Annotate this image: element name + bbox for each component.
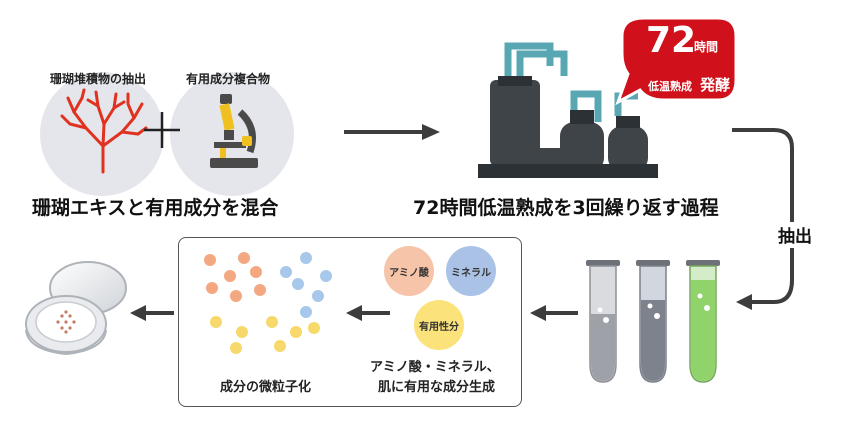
extract-connector-arrow [732,128,794,310]
step2-caption: 72時間低温熟成を3回繰り返す過程 [413,197,719,219]
fermentation-badge [615,16,738,106]
arrow-left-inner [346,305,390,321]
arrow-left-2 [130,305,174,321]
useful-component-bubble: 有用性分 [414,300,464,350]
arrow-right-1 [344,124,440,140]
arrow-left-1 [530,305,578,321]
cushion-compact-icon [25,261,127,356]
factory-tanks-icon [478,42,658,178]
badge-emph: 発酵 [700,76,731,94]
particles-caption: 成分の微粒子化 [220,380,312,395]
mineral-bubble: ミネラル [446,246,496,296]
badge-unit: 時間 [694,40,719,54]
extract-label-bg [774,222,820,248]
badge-number: 72 [646,20,697,61]
extract-label: 抽出 [778,227,812,247]
badge-sub: 低温熟成 [648,80,692,93]
particles-cluster [204,252,332,354]
components-caption-line2: 肌に有用な成分生成 [378,380,496,395]
useful-components-label: 有用成分複合物 [186,72,271,86]
microscope-icon [210,94,258,168]
test-tubes-icon [586,260,720,383]
coral-icon [60,88,148,174]
plus-icon [144,112,180,148]
coral-extraction-label: 珊瑚堆積物の抽出 [50,72,147,86]
amino-acid-bubble: アミノ酸 [384,246,434,296]
coral-circle [40,72,164,196]
components-caption-line1: アミノ酸・ミネラル、 [370,360,500,375]
process-panel [178,237,522,407]
step1-caption: 珊瑚エキスと有用成分を混合 [32,197,279,219]
